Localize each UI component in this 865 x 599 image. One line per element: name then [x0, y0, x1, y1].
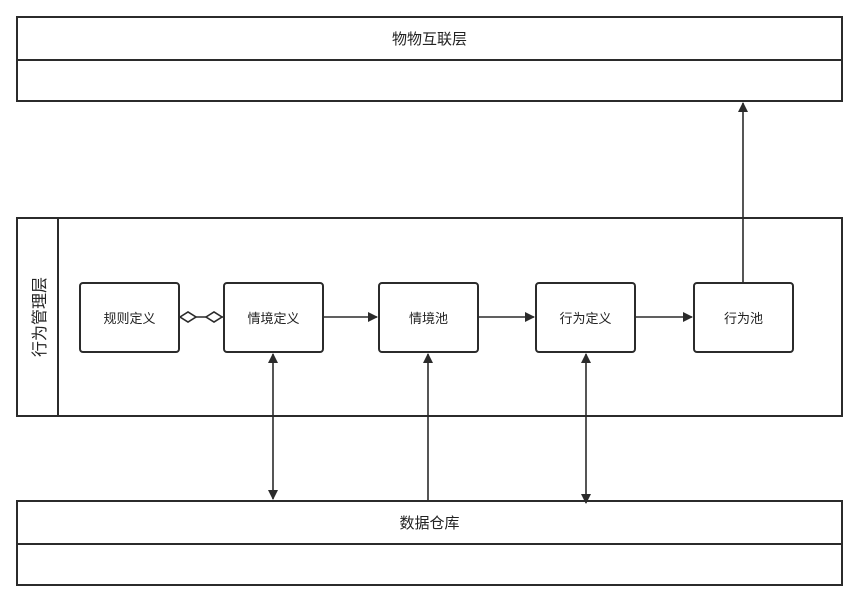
iot-layer-title: 物物互联层: [18, 18, 841, 61]
context-pool-node[interactable]: 情境池: [378, 282, 479, 353]
warehouse-layer: 数据仓库: [16, 500, 843, 586]
behavior-definition-node[interactable]: 行为定义: [535, 282, 636, 353]
context-definition-node[interactable]: 情境定义: [223, 282, 324, 353]
warehouse-layer-title: 数据仓库: [18, 502, 841, 545]
iot-layer: 物物互联层: [16, 16, 843, 102]
behavior-pool-node[interactable]: 行为池: [693, 282, 794, 353]
behavior-layer-title: 行为管理层: [29, 276, 49, 358]
rule-definition-node[interactable]: 规则定义: [79, 282, 180, 353]
behavior-layer-side: 行为管理层: [18, 219, 59, 415]
